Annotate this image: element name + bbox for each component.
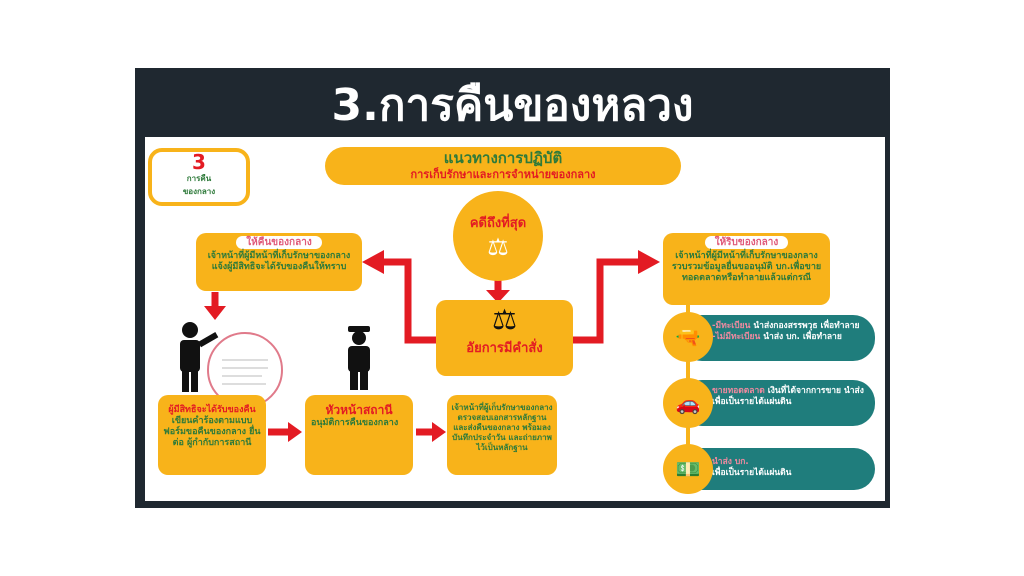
step2-box: หัวหน้าสถานี อนุมัติการคืนของกลาง <box>305 395 413 475</box>
prosecutor-icon: ⚖ <box>491 303 518 336</box>
step1-box: ผู้มีสิทธิจะได้รับของคืน เขียนคำร้องตามแ… <box>158 395 266 475</box>
slide-title: 3.การคืนของหลวง <box>331 80 694 131</box>
return-box: ให้คืนของกลาง เจ้าหน้าที่ผู้มีหน้าที่เก็… <box>196 233 362 291</box>
header-pill: แนวทางการปฏิบัติ การเก็บรักษาและการจำหน่… <box>325 147 681 185</box>
seize-tag: ให้ริบของกลาง <box>704 236 789 249</box>
person-icon <box>180 322 219 392</box>
seize-text: เจ้าหน้าที่ผู้มีหน้าที่เก็บรักษาของกลางร… <box>671 251 822 283</box>
return-tag: ให้คืนของกลาง <box>236 236 322 249</box>
outcome-text: นำส่ง บก. เพื่อทำลาย <box>763 332 842 342</box>
outcome-text: เพื่อเป็นรายได้แผ่นดิน <box>712 468 792 478</box>
step2-text: อนุมัติการคืนของกลาง <box>311 418 399 428</box>
gavel-icon: ⚖ <box>487 232 509 261</box>
seize-box: ให้ริบของกลาง เจ้าหน้าที่ผู้มีหน้าที่เก็… <box>663 233 830 305</box>
step1-text: เขียนคำร้องตามแบบฟอร์มขอคืนของกลาง ยื่นต… <box>163 416 261 448</box>
step3-box: เจ้าหน้าที่ผู้เก็บรักษาของกลาง ตรวจสอบเอ… <box>447 395 557 475</box>
step2-title: หัวหน้าสถานี <box>325 403 393 417</box>
step1-highlight: ผู้มีสิทธิจะได้รับของคืน <box>168 405 256 415</box>
header-line2: การเก็บรักษาและการจำหน่ายของกลาง <box>410 168 596 181</box>
outcome-text: เงินที่ได้จากการขาย นำส่งเพื่อเป็นรายได้… <box>712 386 864 407</box>
step3-text: เจ้าหน้าที่ผู้เก็บรักษาของกลาง ตรวจสอบเอ… <box>451 403 553 452</box>
vehicle-icon: 🚗 <box>663 378 713 428</box>
outcome-text: นำส่งกองสรรพวุธ เพื่อทำลาย <box>753 321 860 331</box>
prosecutor-label: อัยการมีคำสั่ง <box>466 341 543 356</box>
badge-label: ของกลาง <box>182 187 216 196</box>
header-line1: แนวทางการปฏิบัติ <box>443 149 563 167</box>
money-icon: 💵 <box>663 444 713 494</box>
outcome-highlight: นำส่ง บก. <box>712 457 749 467</box>
final-case-circle: คดีถึงที่สุด ⚖ <box>453 191 543 281</box>
prosecutor-box: ⚖ อัยการมีคำสั่ง <box>436 300 573 376</box>
outcome-gun: -มีทะเบียน นำส่งกองสรรพวุธ เพื่อทำลาย -ไ… <box>680 315 875 361</box>
police-officer-icon <box>348 326 370 390</box>
return-text: เจ้าหน้าที่ผู้มีหน้าที่เก็บรักษาของกลางแ… <box>207 251 351 272</box>
final-case-label: คดีถึงที่สุด <box>469 215 527 231</box>
outcome-highlight: -มีทะเบียน <box>712 321 751 331</box>
badge-number: 3 <box>192 150 206 174</box>
badge-label: การคืน <box>186 174 212 183</box>
outcome-highlight: ขายทอดตลาด <box>712 386 765 396</box>
gun-icon: 🔫 <box>663 312 713 362</box>
section-badge: 3 การคืน ของกลาง <box>148 148 250 206</box>
outcome-highlight: -ไม่มีทะเบียน <box>712 332 761 342</box>
